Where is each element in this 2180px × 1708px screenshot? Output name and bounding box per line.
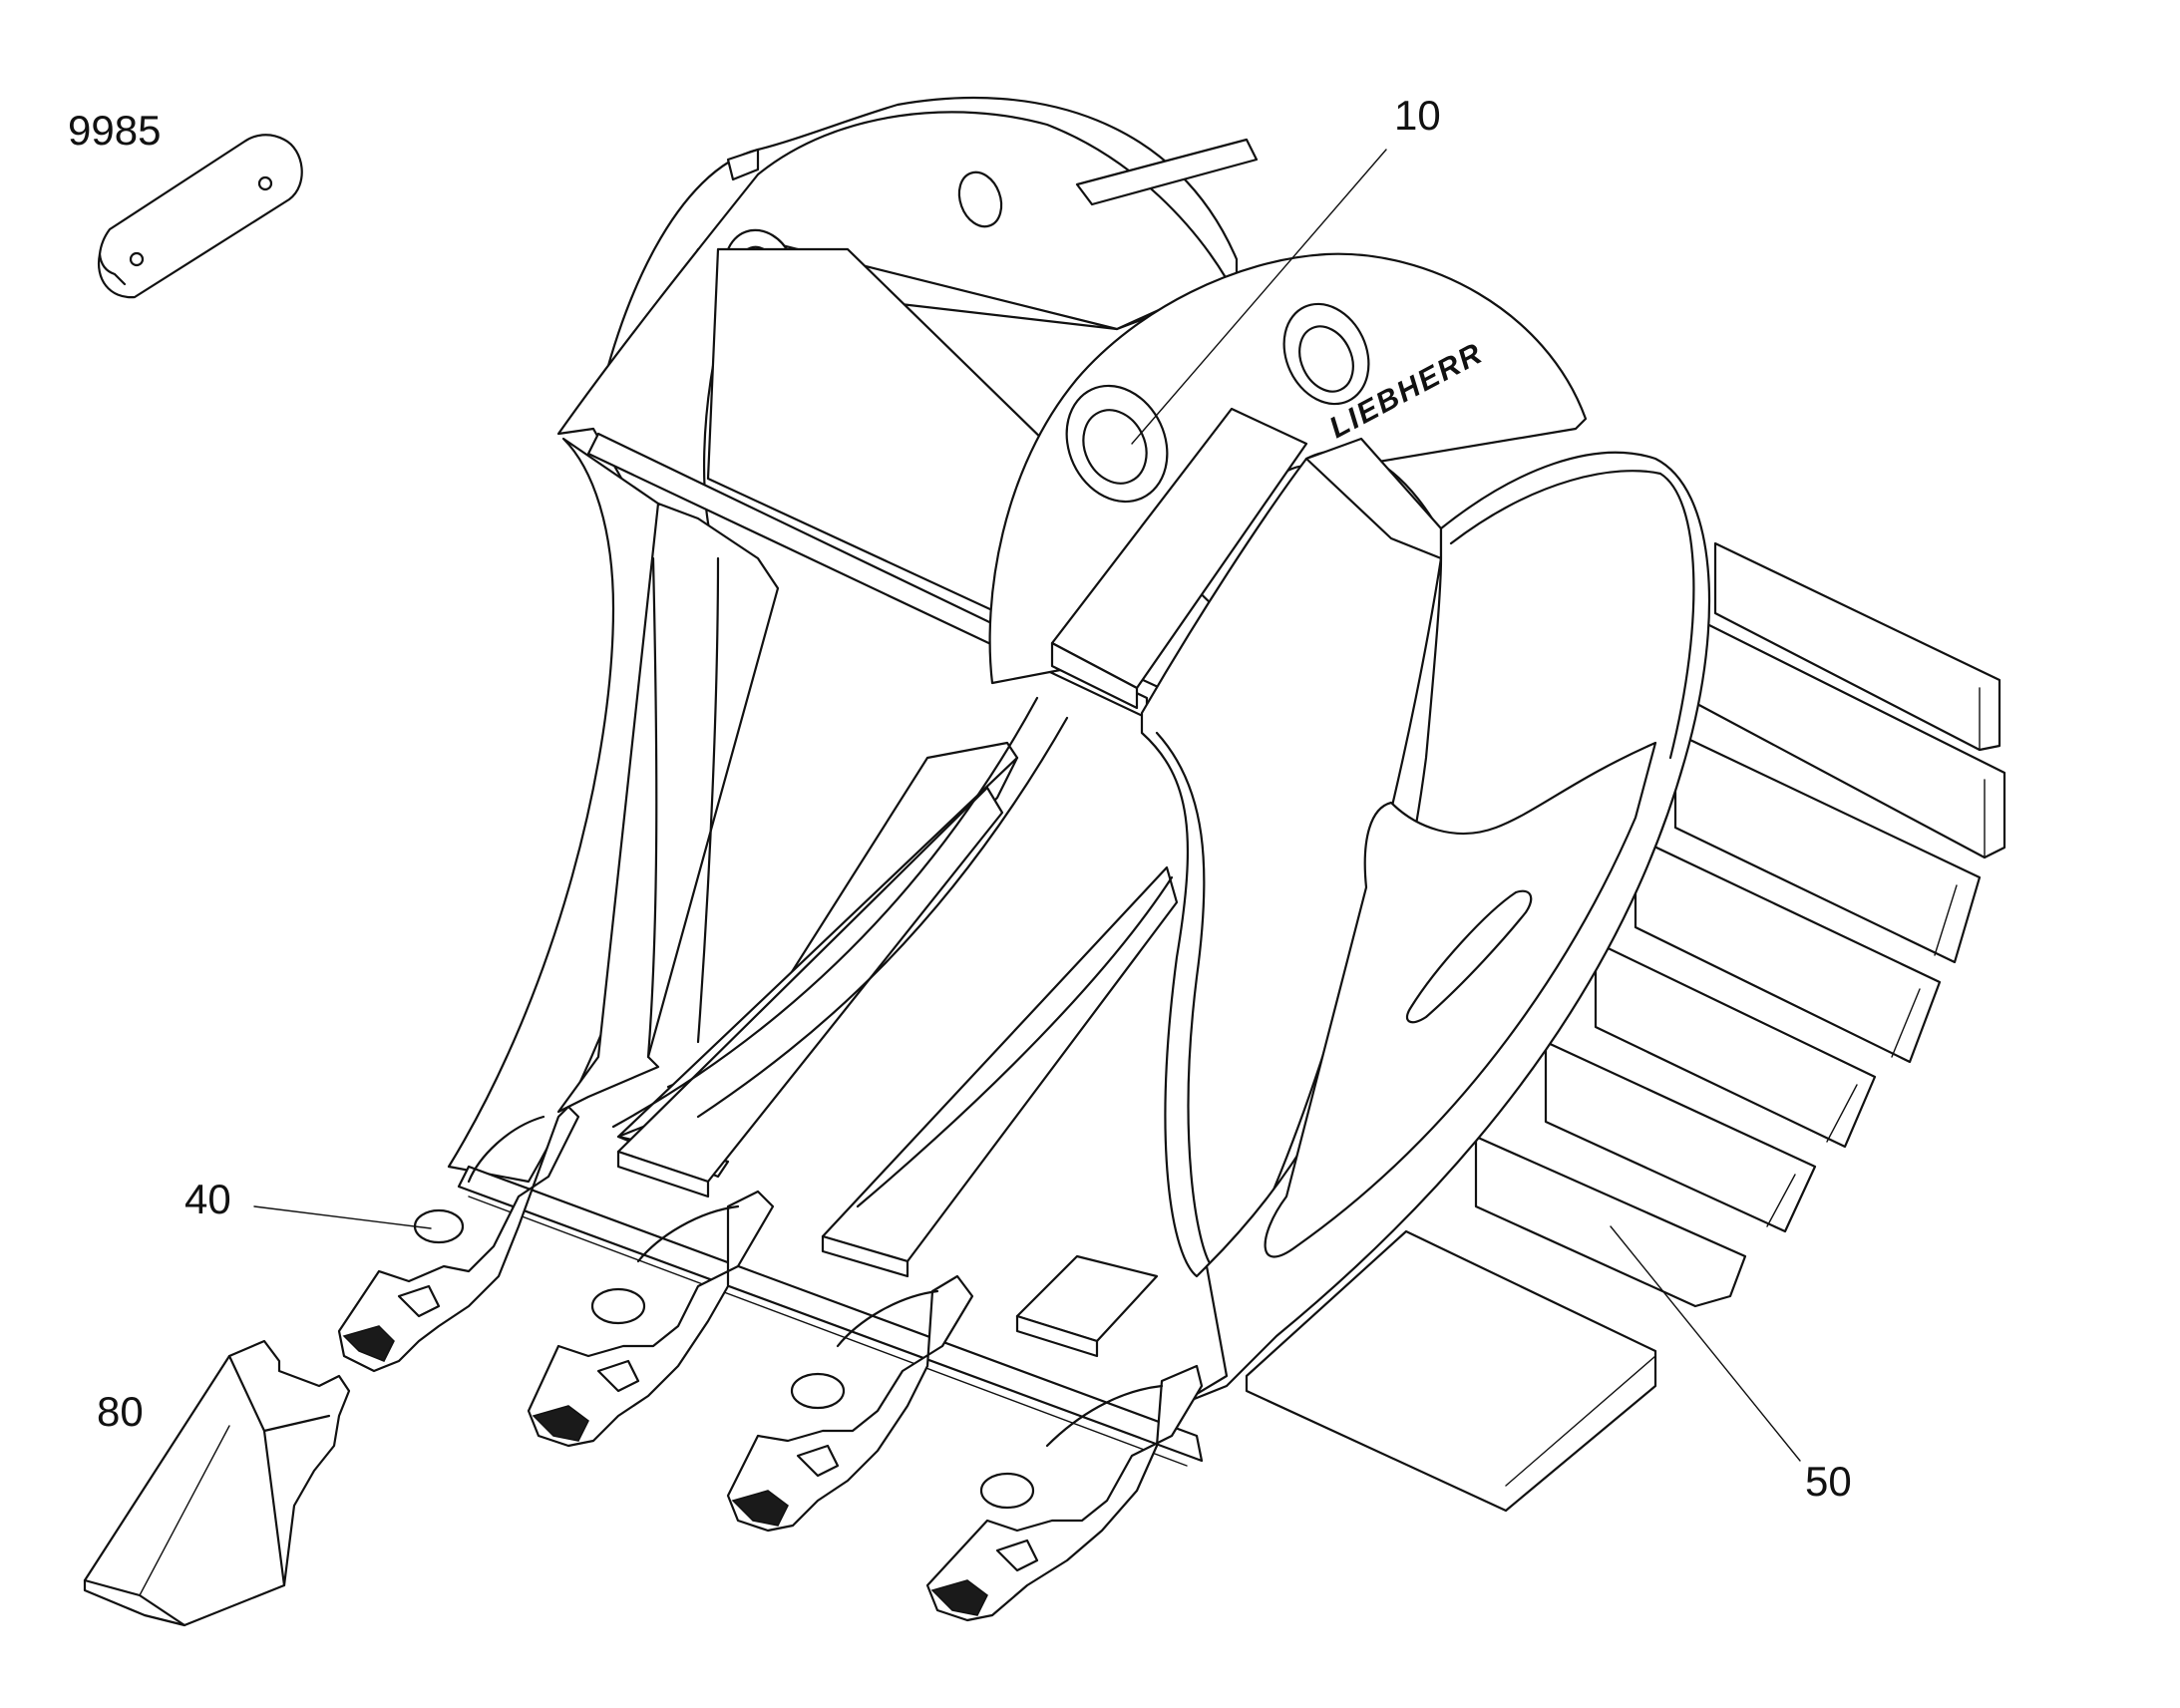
- wear-strip: [1594, 940, 1877, 1149]
- wear-strip: [1474, 1135, 1747, 1308]
- wear-plate-9985: [97, 134, 303, 299]
- wear-strip: [1634, 836, 1942, 1064]
- wear-strip: [1544, 1040, 1817, 1233]
- leader-line-10: [1131, 149, 1387, 445]
- callout-10: 10: [1394, 92, 1441, 139]
- leader-lines: [253, 149, 1801, 1462]
- leader-line-40: [253, 1205, 432, 1229]
- tooth-adapters: [337, 1105, 1204, 1622]
- bucket-body: LIEBHERR: [447, 96, 1711, 1467]
- wear-strip: [1673, 731, 1982, 964]
- leader-line-50: [1610, 1225, 1801, 1462]
- wear-strip: [1713, 541, 2001, 752]
- wear-strips: [1245, 541, 2006, 1513]
- callout-9985: 9985: [68, 107, 161, 154]
- tooth-adapter: [726, 1274, 974, 1533]
- callout-50: 50: [1805, 1458, 1852, 1505]
- callout-40: 40: [184, 1176, 231, 1222]
- tooth-tip: [83, 1339, 351, 1627]
- tooth-adapter: [337, 1105, 580, 1373]
- tooth-adapter: [527, 1190, 775, 1448]
- wear-strip: [1245, 1229, 1657, 1513]
- callout-80: 80: [97, 1388, 144, 1435]
- tooth-adapter: [925, 1364, 1204, 1622]
